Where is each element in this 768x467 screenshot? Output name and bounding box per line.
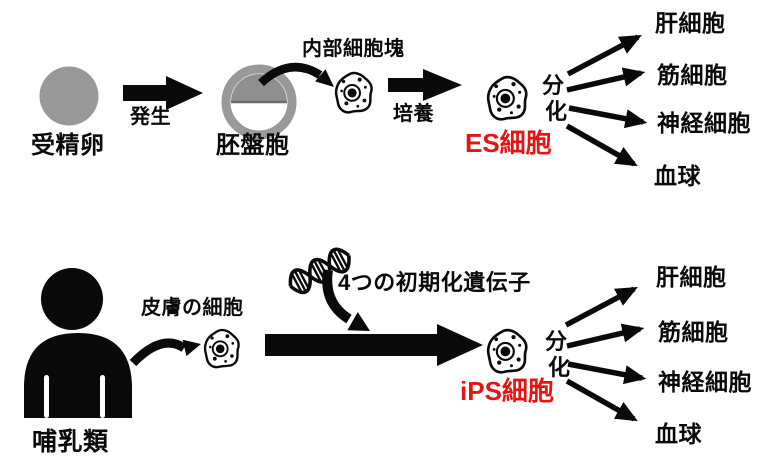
fertilized-egg-label: 受精卵 [31,132,105,159]
es-cell-label: ES細胞 [465,128,552,158]
blastocyst-ring-icon [221,64,297,140]
development-arrow [123,76,203,110]
development-label: 発生 [130,106,171,128]
inner-cell-mass-curved-arrow [258,62,334,87]
ips-outcome-muscle-label: 筋細胞 [658,319,729,345]
ips-cell-icon [486,328,528,374]
mammal-label: 哺乳類 [32,428,109,456]
blastocyst-label: 胚盤胞 [216,132,290,159]
culture-arrow [388,69,462,101]
ips-differentiation-arrows [564,286,647,422]
fertilized-egg-circle [39,66,99,126]
ips-differentiation-char2: 化 [548,355,571,381]
ips-cell-label: iPS細胞 [460,376,554,406]
es-differentiation-char2: 化 [545,99,568,125]
ips-outcome-blood-label: 血球 [655,421,702,447]
es-differentiation-char1: 分 [542,73,565,98]
es-outcome-blood-label: 血球 [654,163,701,189]
inner-cell-mass-cell-icon [334,71,373,114]
skin-cell-label: 皮膚の細胞 [141,297,244,319]
skin-cell-icon [203,328,240,369]
genes-curved-arrow [322,269,370,331]
reprogramming-genes-label: 4つの初期化遺伝子 [338,270,531,295]
culture-label: 培養 [393,103,434,125]
ips-differentiation-label: 分 化 [545,330,571,379]
es-outcome-muscle-label: 筋細胞 [657,62,728,88]
person-silhouette-icon [24,268,132,418]
skin-cell-curved-arrow [129,338,201,367]
es-outcome-liver-label: 肝細胞 [655,10,726,36]
es-differentiation-label: 分 化 [542,74,568,123]
es-outcome-nerve-label: 神経細胞 [657,110,751,136]
es-cell-icon [486,75,528,121]
ips-outcome-liver-label: 肝細胞 [656,264,727,290]
reprogramming-arrow [265,324,483,366]
ips-differentiation-char1: 分 [545,329,568,354]
inner-cell-mass-label: 内部細胞塊 [302,38,405,60]
es-differentiation-arrows [565,34,648,167]
ips-outcome-nerve-label: 神経細胞 [658,369,752,395]
